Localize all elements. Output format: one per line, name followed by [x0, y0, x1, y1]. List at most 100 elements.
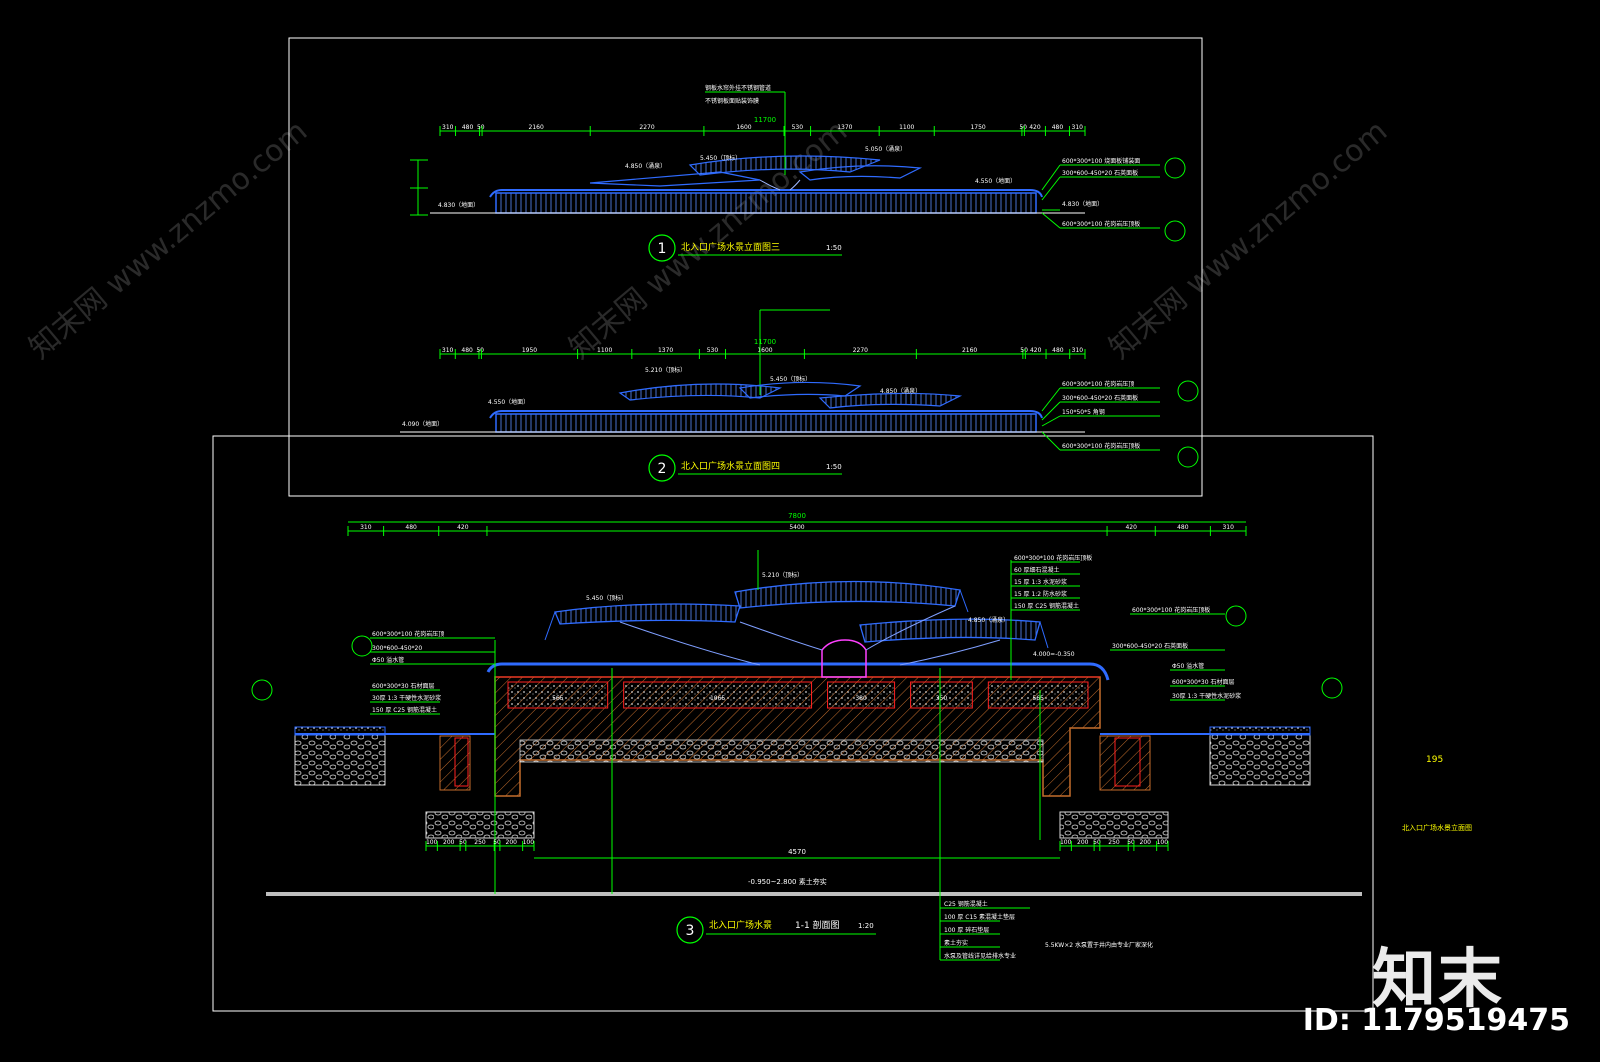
dim-label: 1750	[970, 124, 985, 131]
dim-label: 310	[360, 524, 372, 531]
planting-cell	[507, 681, 609, 709]
d3-layer-note-5: 150 厚 C25 钢筋混凝土	[1014, 602, 1079, 610]
planting-cell-label: 1065	[710, 695, 725, 702]
d1-pool-rail	[495, 192, 1037, 214]
dim-label: 200	[1077, 839, 1089, 846]
dim-label: 480	[405, 524, 417, 531]
d3-left-planter	[294, 734, 386, 786]
d3-number: 3	[686, 923, 695, 939]
d3-number-circle	[676, 916, 704, 944]
dim-label: 1600	[757, 347, 772, 354]
upper-sheet-frame	[288, 37, 1203, 497]
d2-number: 2	[658, 461, 667, 477]
d1-elev-cap2: 5.050（涌泉）	[865, 145, 906, 153]
d1-scale: 1:50	[826, 244, 842, 252]
dim-label: 50	[1019, 124, 1027, 131]
d3-scale: 1:20	[858, 922, 874, 930]
d3-right-callout-1	[1225, 605, 1247, 627]
brand-logo: 知末	[1372, 943, 1504, 1017]
dim-label: 310	[1072, 124, 1084, 131]
d1-elev-right: 4.550（地面）	[975, 177, 1016, 185]
planting-cell-label: 380	[855, 695, 867, 702]
d3-layer-note-2: 60 厚细石混凝土	[1014, 566, 1060, 574]
d3-water-surface	[486, 662, 1110, 681]
watermark-2: 知末网 www.znzmo.com	[563, 114, 854, 366]
d2-detail-callout-2	[1177, 446, 1199, 468]
d2-elev-left2: 4.090（地面）	[402, 420, 443, 428]
dim-label: 50	[476, 347, 484, 354]
dim-label: 200	[506, 839, 518, 846]
d3-left-callout-1	[351, 635, 373, 657]
dim-label: 1950	[522, 347, 537, 354]
dim-label: 420	[1029, 124, 1041, 131]
d1-pool-cap	[489, 189, 1043, 198]
watermark-3: 知末网 www.znzmo.com	[1103, 114, 1394, 366]
d2-elev-left: 4.550（地面）	[488, 398, 529, 406]
d2-canopy-right	[818, 392, 963, 409]
d2-right-note-4: 600*300*100 花岗岩压顶板	[1062, 442, 1140, 450]
d3-left-note-1: 600*300*100 花岗岩压顶	[372, 630, 444, 638]
dim-label: 480	[1052, 347, 1064, 354]
d3-layer-note-3: 15 厚 1:3 水泥砂浆	[1014, 578, 1067, 586]
d1-number: 1	[658, 241, 667, 257]
dim-label: 1370	[837, 124, 852, 131]
d3-canopy-center	[734, 580, 961, 609]
lower-sheet-frame	[212, 435, 1374, 1012]
d3-elev-water: 4.000=-0.350	[1033, 651, 1075, 658]
d2-elev-right: 4.850（涌泉）	[880, 387, 921, 395]
dim-label: 1370	[658, 347, 673, 354]
dim-label: 200	[443, 839, 455, 846]
d2-right-note-2: 300*600-450*20 石英面板	[1062, 394, 1138, 402]
dim-label: 530	[707, 347, 719, 354]
dim-label: 50	[477, 124, 485, 131]
d3-section-label: 1-1 剖面图	[795, 919, 840, 931]
d3-ground-label: -0.950~2.800 素土夯实	[748, 877, 827, 886]
dim-label: 420	[1125, 524, 1137, 531]
d3-right-note-4: 600*300*30 石材面层	[1172, 678, 1234, 686]
planting-cell	[827, 681, 896, 709]
d1-canopy-left	[589, 171, 761, 187]
dim-label: 50	[493, 839, 501, 846]
planting-cell	[987, 681, 1089, 709]
d1-right-note-2: 300*600-450*20 石英面板	[1062, 169, 1138, 177]
d3-left-note-4: 600*300*30 石材面层	[372, 682, 434, 690]
d1-number-circle	[648, 234, 676, 262]
d1-detail-callout-1	[1164, 157, 1186, 179]
dim-label: 2270	[853, 347, 868, 354]
dim-label: 1100	[899, 124, 914, 131]
dim-label: 100	[426, 839, 438, 846]
d3-left-notes: 600*300*100 花岗岩压顶 300*600-450*20 Φ50 溢水管…	[251, 630, 495, 715]
d1-note-top-1: 钢板水帘外挂不锈钢管道	[705, 84, 771, 92]
dim-label: 310	[1072, 347, 1084, 354]
d3-left-note-3: Φ50 溢水管	[372, 656, 404, 664]
dim-label: 420	[457, 524, 469, 531]
planting-cell	[910, 681, 973, 709]
watermark-1: 知末网 www.znzmo.com	[23, 114, 314, 366]
d2-total-dim: 11700	[754, 338, 776, 346]
d3-bottom-note-4: 素土夯实	[944, 939, 968, 947]
d3-right-note-3: Φ50 溢水管	[1172, 662, 1204, 670]
d1-detail-callout-2	[1164, 220, 1186, 242]
d3-bottom-note-3: 100 厚 碎石垫层	[944, 926, 989, 934]
d2-number-circle	[648, 454, 676, 482]
dim-label: 310	[442, 124, 454, 131]
d3-right-note-1: 600*300*100 花岗岩压顶板	[1132, 606, 1210, 614]
d2-canopy-center	[738, 381, 862, 399]
d3-right-footing	[1059, 811, 1169, 839]
dim-label: 310	[442, 347, 454, 354]
d3-bottom-note-5: 水泵及管线详见给排水专业	[944, 952, 1016, 960]
side-title: 北入口广场水景立面图	[1402, 823, 1472, 832]
dim-label: 50	[1020, 347, 1028, 354]
d2-right-note-3: 150*50*5 角钢	[1062, 408, 1105, 416]
d1-right-note-1: 600*300*100 烧面板铺装面	[1062, 157, 1140, 165]
planting-cell-label: 565	[552, 695, 564, 702]
d3-bottom-remark: 5.5KW×2 水泵置于井内由专业厂家深化	[1045, 941, 1153, 949]
d3-elev-left: 5.450（顶标）	[586, 594, 627, 602]
dim-label: 1100	[597, 347, 612, 354]
d1-elev-cap1: 4.850（涌泉）	[625, 162, 666, 170]
d2-title: 北入口广场水景立面图四	[681, 460, 780, 472]
d3-bottom-note-2: 100 厚 C15 素混凝土垫层	[944, 913, 1015, 921]
